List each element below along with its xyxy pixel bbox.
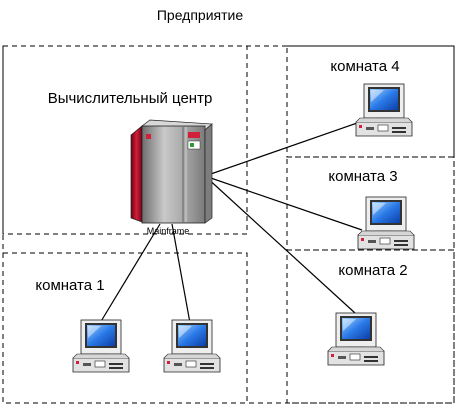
zone-label-computing-center: Вычислительный центр bbox=[48, 90, 213, 107]
diagram-title: Предприятие bbox=[157, 7, 243, 23]
room2-desktop-computer-icon bbox=[327, 312, 385, 366]
mainframe-server-icon bbox=[130, 119, 213, 224]
link-to-room3 bbox=[204, 175, 363, 231]
link-to-room4 bbox=[204, 121, 361, 177]
link-to-room1-pc-a bbox=[99, 223, 161, 324]
room4-desktop-computer-icon bbox=[355, 83, 413, 137]
zone-label-room-3: комната 3 bbox=[328, 168, 397, 185]
room3-desktop-computer-icon bbox=[357, 196, 415, 250]
room1-desktop-computer-icon-a bbox=[72, 319, 130, 373]
enterprise-boundary bbox=[2, 45, 455, 404]
room1-desktop-computer-icon-b bbox=[163, 319, 221, 373]
link-to-room1-pc-b bbox=[171, 223, 191, 324]
mainframe-label: Mainframe bbox=[147, 226, 190, 236]
zone-boundaries bbox=[2, 45, 455, 404]
zone-label-room-1: комната 1 bbox=[35, 277, 104, 294]
zone-label-room-4: комната 4 bbox=[330, 58, 399, 75]
link-to-room2 bbox=[204, 175, 356, 314]
zone-label-room-2: комната 2 bbox=[338, 262, 407, 279]
network-links bbox=[99, 121, 363, 324]
